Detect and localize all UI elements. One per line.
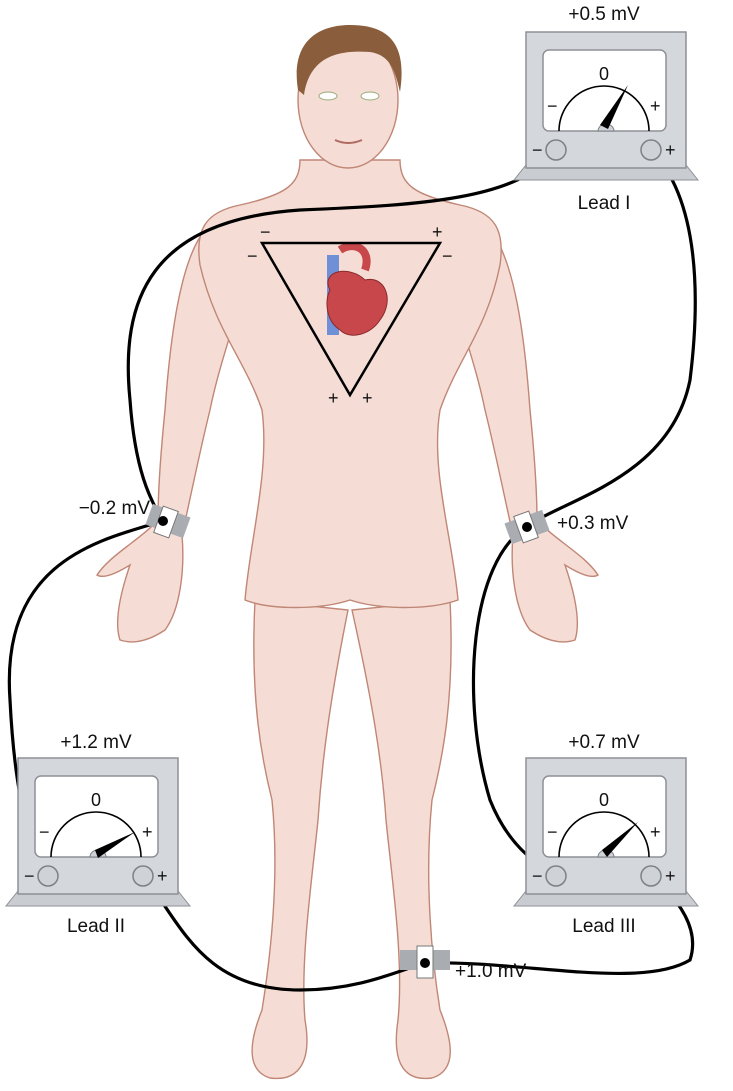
right-arm-voltage: −0.2 mV bbox=[79, 498, 151, 519]
meter-minus: − bbox=[547, 96, 558, 116]
triangle-sign: − bbox=[247, 246, 258, 266]
meter-plus: + bbox=[650, 96, 661, 116]
lead-value: +1.2 mV bbox=[60, 732, 132, 753]
triangle-sign: − bbox=[260, 222, 271, 242]
eye bbox=[318, 91, 338, 101]
meter-zero: 0 bbox=[91, 790, 101, 810]
right-leg-figure bbox=[351, 599, 452, 1080]
triangle-sign: + bbox=[328, 388, 339, 408]
left-leg-voltage: +1.0 mV bbox=[455, 961, 527, 982]
lead-value: +0.5 mV bbox=[568, 4, 640, 25]
lead-iii-meter: +0.7 mV 0 − + − + Lead III bbox=[513, 732, 699, 937]
needle bbox=[602, 822, 638, 857]
heart-illustration bbox=[326, 242, 388, 336]
terminal-plus: + bbox=[157, 866, 168, 886]
meter-minus: − bbox=[547, 822, 558, 842]
left-arm-figure bbox=[449, 228, 599, 643]
lead-i-meter: +0.5 mV 0 − + − + Lead I bbox=[513, 4, 699, 214]
triangle-sign: + bbox=[362, 388, 373, 408]
lead-label: Lead II bbox=[67, 916, 125, 937]
left-arm-electrode bbox=[504, 509, 550, 545]
needle bbox=[600, 85, 628, 129]
torso-figure bbox=[198, 159, 502, 609]
left-leg-electrode bbox=[400, 945, 450, 979]
terminal-minus: − bbox=[532, 866, 543, 886]
meter-plus: + bbox=[650, 822, 661, 842]
right-arm-electrode bbox=[145, 503, 191, 539]
hair bbox=[296, 25, 402, 95]
einthoven-triangle bbox=[259, 241, 443, 398]
right-arm-figure bbox=[96, 228, 246, 643]
terminal-minus: − bbox=[532, 140, 543, 160]
terminal-plus: + bbox=[665, 140, 676, 160]
lead-label: Lead I bbox=[578, 193, 631, 214]
terminal-minus: − bbox=[24, 866, 35, 886]
mouth bbox=[334, 139, 363, 144]
human-body bbox=[96, 25, 599, 1080]
meter-plus: + bbox=[142, 822, 153, 842]
needle bbox=[95, 832, 135, 858]
meter-zero: 0 bbox=[599, 64, 609, 84]
meter-minus: − bbox=[39, 822, 50, 842]
triangle-sign: + bbox=[432, 222, 443, 242]
left-arm-voltage: +0.3 mV bbox=[557, 513, 629, 534]
eye bbox=[360, 91, 380, 101]
triangle-sign: − bbox=[442, 246, 453, 266]
left-leg-figure bbox=[251, 599, 349, 1080]
meter-zero: 0 bbox=[599, 790, 609, 810]
lead-label: Lead III bbox=[572, 916, 635, 937]
terminal-plus: + bbox=[665, 866, 676, 886]
lead-value: +0.7 mV bbox=[568, 732, 640, 753]
lead-ii-meter: +1.2 mV 0 − + − + Lead II bbox=[5, 732, 191, 937]
